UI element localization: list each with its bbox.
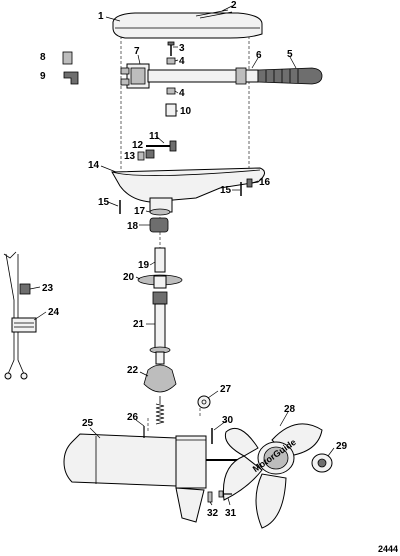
washer-4-lower xyxy=(166,87,176,95)
callout-17: 17 xyxy=(134,206,146,217)
callout-18: 18 xyxy=(127,221,139,232)
callout-29: 29 xyxy=(336,441,348,452)
callout-13: 13 xyxy=(124,151,136,162)
skeg xyxy=(175,487,205,523)
callout-3: 3 xyxy=(179,43,185,54)
bolt-11 xyxy=(146,140,177,152)
callout-30: 30 xyxy=(222,415,234,426)
callout-26: 26 xyxy=(127,412,139,423)
shaft-21 xyxy=(149,291,171,354)
callout-32: 32 xyxy=(207,508,219,519)
callout-16: 16 xyxy=(259,177,271,188)
bolt-31 xyxy=(218,490,232,498)
callout-10: 10 xyxy=(180,106,192,117)
bracket-9 xyxy=(63,71,79,85)
callout-24: 24 xyxy=(48,307,60,318)
callout-11: 11 xyxy=(149,131,160,142)
washer-17 xyxy=(149,208,171,216)
callout-12: 12 xyxy=(132,140,144,151)
callout-2: 2 xyxy=(231,0,237,11)
mount-housing xyxy=(111,167,265,213)
washer-13 xyxy=(137,151,145,161)
motor-housing xyxy=(63,433,207,489)
connector-23 xyxy=(19,283,31,295)
tiller-handle xyxy=(147,67,323,85)
callout-21: 21 xyxy=(133,319,145,330)
callout-22: 22 xyxy=(127,365,139,376)
callout-14: 14 xyxy=(88,160,100,171)
callout-28: 28 xyxy=(284,404,296,415)
callout-19: 19 xyxy=(138,260,150,271)
callout-9: 9 xyxy=(40,71,46,82)
clip-8 xyxy=(62,51,73,65)
callout-1: 1 xyxy=(98,11,104,22)
callout-8: 8 xyxy=(40,52,46,63)
callout-20: 20 xyxy=(123,272,135,283)
callout-23: 23 xyxy=(42,283,54,294)
pin-32 xyxy=(207,491,213,503)
label-24 xyxy=(11,317,37,333)
bushing-10 xyxy=(165,103,177,117)
callout-6: 6 xyxy=(256,50,262,61)
callout-27: 27 xyxy=(220,384,232,395)
power-cord xyxy=(3,251,28,380)
callout-4b: 4 xyxy=(179,88,185,99)
washer-4-upper xyxy=(166,57,176,65)
flange-20 xyxy=(137,274,183,289)
callout-7: 7 xyxy=(134,46,140,57)
alignment-lines xyxy=(120,36,250,432)
drawing-code: 2444 xyxy=(378,544,398,554)
callout-31: 31 xyxy=(225,508,237,519)
callout-15b: 15 xyxy=(220,185,232,196)
callout-15a: 15 xyxy=(98,197,110,208)
callout-4a: 4 xyxy=(179,56,185,67)
control-switch xyxy=(120,63,150,89)
screw-3 xyxy=(167,41,175,56)
wire-spring xyxy=(155,403,165,425)
callout-5: 5 xyxy=(287,49,293,60)
shaft-top-19 xyxy=(154,247,166,273)
callouts: 1 2 3 4 4 5 6 7 8 9 10 11 12 13 14 15 15… xyxy=(40,0,348,519)
prop-nut-29 xyxy=(311,453,333,473)
washer-27-hole xyxy=(201,399,207,405)
collar-18 xyxy=(149,217,169,233)
joint-22 xyxy=(143,351,177,404)
top-cover xyxy=(112,12,263,39)
washer-27 xyxy=(197,395,211,409)
leader-lines xyxy=(29,5,335,506)
nut-12 xyxy=(145,149,155,159)
propeller xyxy=(222,423,323,529)
callout-25: 25 xyxy=(82,418,94,429)
nut-16 xyxy=(246,178,253,188)
